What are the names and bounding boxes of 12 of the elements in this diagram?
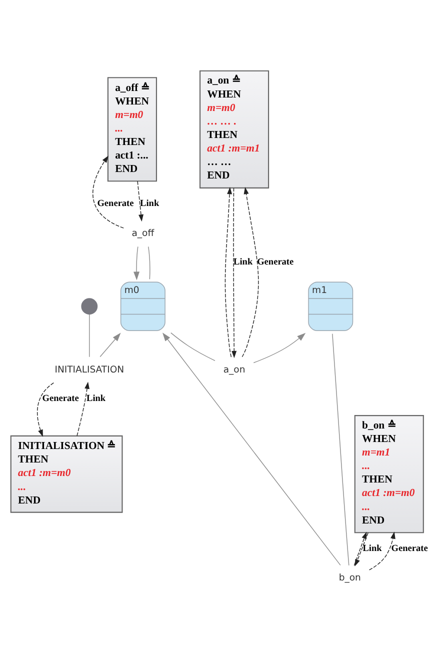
edge-label: Link — [140, 198, 160, 209]
edge-label: Generate — [391, 543, 428, 554]
node-text: b_on — [338, 572, 361, 584]
node-text: INITIALISATION — [54, 364, 124, 375]
node-text: a_off — [132, 228, 154, 239]
edge-label: Link — [362, 543, 382, 554]
edge-label: Generate — [257, 257, 294, 268]
node-text: a_on — [223, 364, 246, 375]
edge-label: Link — [86, 393, 106, 404]
edge-label: Generate — [42, 393, 79, 404]
edge-label: Generate — [97, 198, 134, 209]
edge-label: Link — [234, 257, 253, 268]
